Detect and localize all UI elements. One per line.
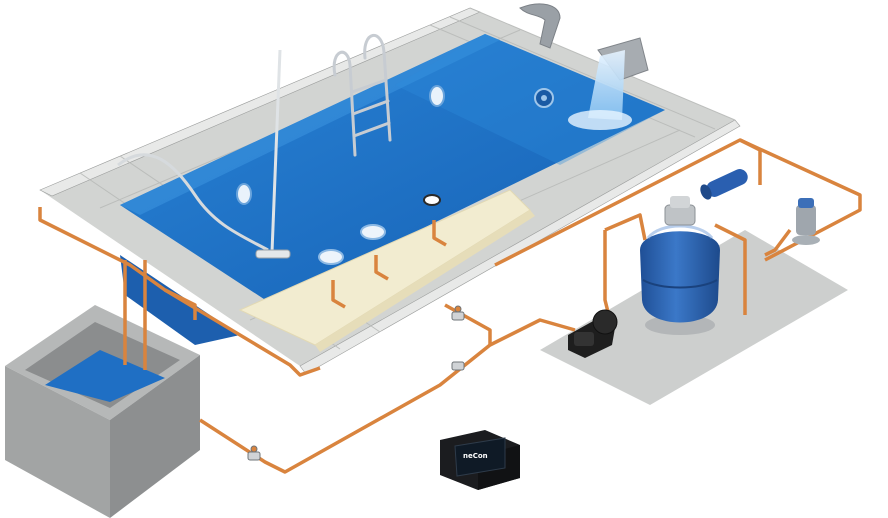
- pool-water: [120, 34, 665, 303]
- nozzle-icon: [236, 85, 554, 205]
- balance-tank: [5, 305, 200, 518]
- pipe-network: [38, 138, 862, 474]
- pool-step: [238, 189, 535, 352]
- vacuum-cleaner-icon: [117, 49, 291, 259]
- pump-icon: [568, 309, 618, 358]
- valve-icon: [247, 305, 465, 461]
- controller-brand-label: neCon: [463, 452, 488, 460]
- pool-ladder-icon: [332, 33, 392, 157]
- heater-icon: [700, 169, 748, 200]
- prefilter-icon: [792, 198, 820, 245]
- drain-icon: [318, 194, 441, 265]
- waterfall-icon: [519, 3, 649, 130]
- controller-icon: neCon: [440, 430, 520, 490]
- filter-icon: [640, 196, 720, 335]
